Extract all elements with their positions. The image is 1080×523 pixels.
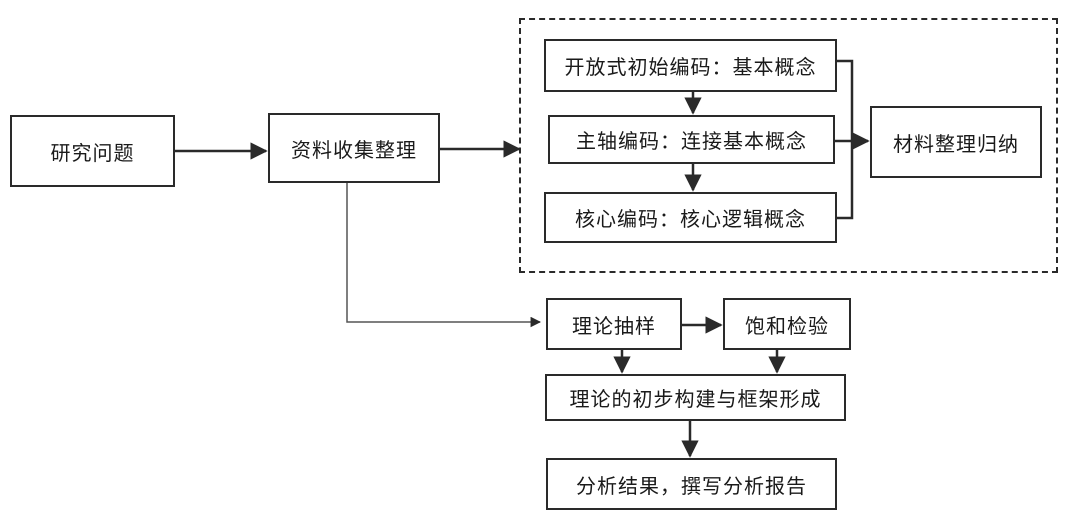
node-saturation-test: 饱和检验 [723,298,851,350]
node-open-coding: 开放式初始编码：基本概念 [544,39,837,92]
node-theoretical-sampling: 理论抽样 [546,298,682,350]
coding-stage-frame [519,18,1058,273]
node-core-coding: 核心编码：核心逻辑概念 [544,192,837,243]
node-material-summary: 材料整理归纳 [870,106,1042,178]
bracket-coding-outputs [837,59,854,220]
line-collection-to-sampling [346,182,542,328]
node-theory-building: 理论的初步构建与框架形成 [545,374,846,421]
node-axial-coding: 主轴编码：连接基本概念 [548,115,835,164]
node-results-report: 分析结果，撰写分析报告 [546,458,837,510]
node-data-collection: 资料收集整理 [268,113,440,183]
node-research-question: 研究问题 [10,115,175,187]
